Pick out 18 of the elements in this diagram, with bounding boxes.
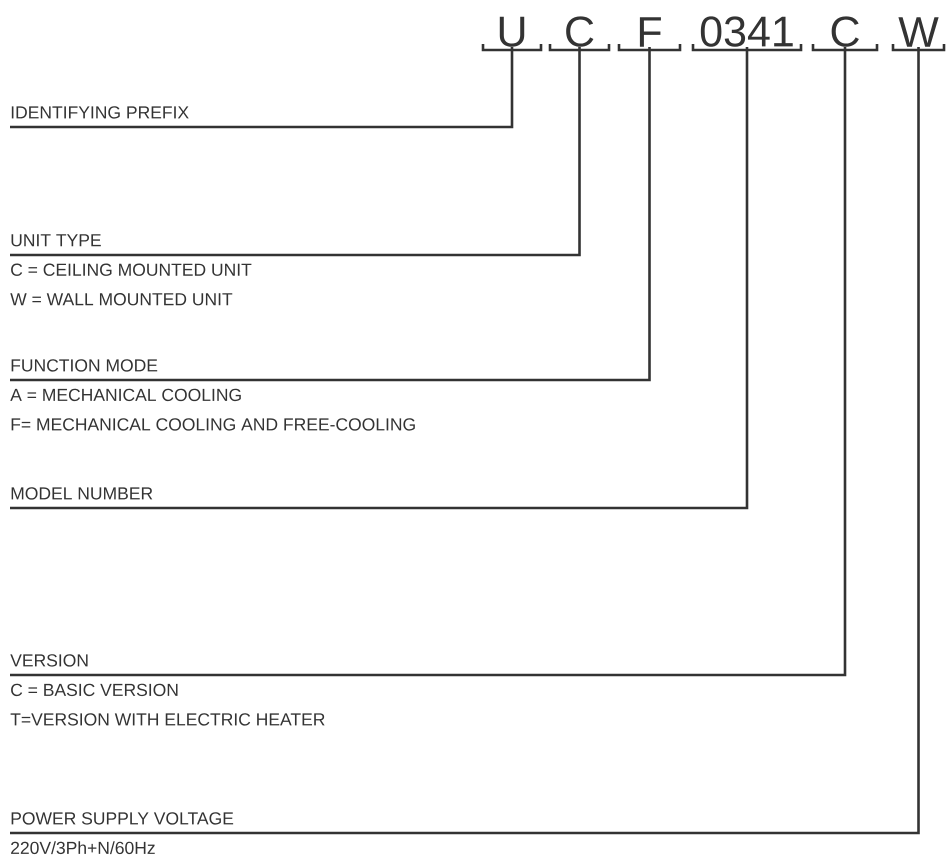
code-segment: 0341 bbox=[692, 16, 802, 52]
description-text: VERSION C = BASIC VERSION T=VERSION WITH ELECTRIC HEATER bbox=[10, 654, 325, 726]
leader-line bbox=[10, 47, 846, 676]
code-segment: C bbox=[548, 16, 610, 52]
leader-line bbox=[10, 47, 748, 510]
leader-line bbox=[10, 47, 920, 834]
leader-line bbox=[10, 47, 651, 382]
description-text: POWER SUPPLY VOLTAGE 220V/3Ph+N/60Hz bbox=[11, 812, 234, 854]
code-segment: C bbox=[812, 16, 878, 52]
description-text: MODEL NUMBER bbox=[12, 487, 152, 500]
code-segment: F bbox=[618, 17, 682, 52]
leader-line bbox=[10, 47, 581, 256]
leader-line bbox=[10, 47, 514, 128]
description-text: IDENTIFYING PREFIX bbox=[12, 106, 189, 119]
code-segment: U bbox=[482, 16, 542, 52]
description-text: FUNCTION MODE A = MECHANICAL COOLING F= MECHANICAL COOLING AND FREE-COOLING bbox=[10, 359, 415, 431]
description-text: UNIT TYPE C = CEILING MOUNTED UNIT W = WALL MOUNTED UNIT bbox=[10, 234, 252, 306]
code-segment: W bbox=[892, 17, 946, 52]
